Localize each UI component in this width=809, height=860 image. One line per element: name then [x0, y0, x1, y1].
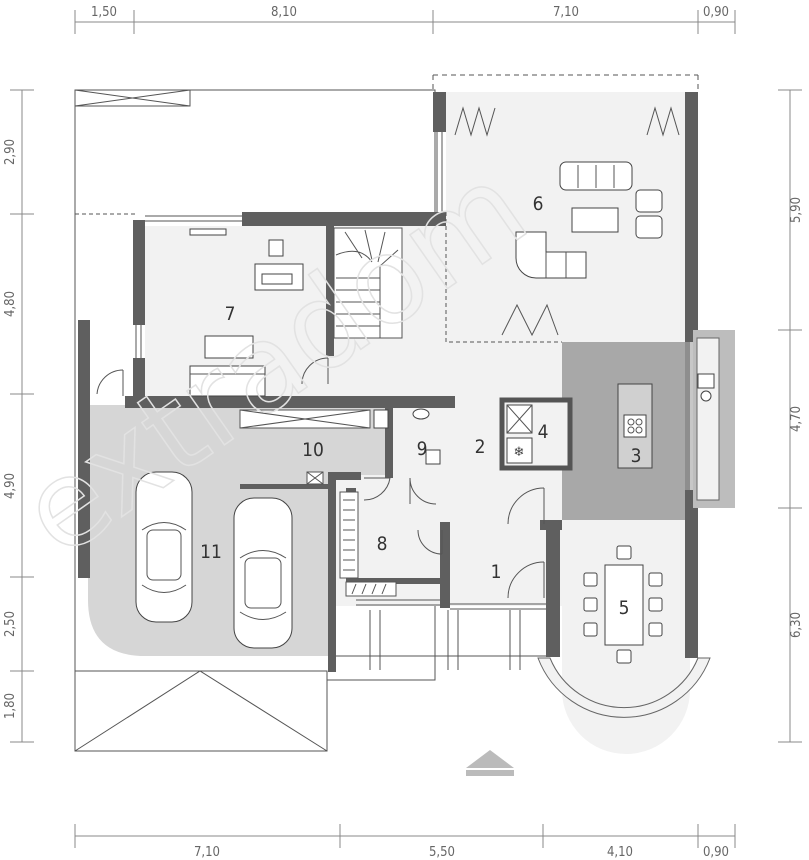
staircase [333, 227, 403, 339]
dim-left-3: 4,90 [3, 473, 18, 499]
dim-left-1: 2,90 [3, 139, 18, 165]
technical-room: ❄ [499, 397, 573, 471]
study-furniture [189, 228, 304, 397]
room-label-3: 3 [631, 445, 642, 467]
garage-cars [135, 471, 293, 649]
living-details [445, 106, 680, 343]
room-label-8: 8 [377, 533, 388, 555]
dim-bottom-2: 5,50 [429, 845, 455, 860]
dining-furniture [583, 545, 663, 664]
walls [78, 92, 735, 672]
room-label-7: 7 [225, 303, 236, 325]
floor-bay [537, 657, 711, 718]
dim-left-5: 1,80 [3, 693, 18, 719]
dimension-labels: 1,50 8,10 7,10 0,90 7,10 5,50 4,10 0,90 … [3, 5, 804, 860]
living-furniture [515, 161, 663, 279]
entrance-posts [336, 610, 546, 670]
dim-top-4: 0,90 [703, 5, 729, 20]
dim-right-2: 4,70 [789, 406, 804, 432]
utility-closet [239, 409, 371, 485]
dim-left-4: 2,50 [3, 611, 18, 637]
room-label-1: 1 [491, 561, 502, 583]
windows [135, 132, 546, 610]
room-label-11: 11 [200, 541, 222, 563]
dim-top-2: 8,10 [271, 5, 297, 20]
room-label-10: 10 [302, 439, 324, 461]
room-label-5: 5 [619, 597, 630, 619]
room-label-2: 2 [475, 436, 486, 458]
room-label-4: 4 [538, 421, 549, 443]
wc [373, 408, 450, 478]
room-label-9: 9 [417, 438, 428, 460]
dim-bottom-3: 4,10 [607, 845, 633, 860]
dim-top-3: 7,10 [553, 5, 579, 20]
dim-bottom-4: 0,90 [703, 845, 729, 860]
room-label-6: 6 [533, 193, 544, 215]
kitchen-furniture [617, 373, 715, 469]
dim-top-1: 1,50 [91, 5, 117, 20]
entrance-arrow [466, 750, 514, 776]
room-labels: 1 2 3 4 5 6 7 8 9 10 11 [200, 193, 641, 619]
doors [96, 357, 568, 599]
wardrobe [339, 491, 397, 597]
svg-text:❄: ❄ [514, 444, 525, 459]
dim-right-1: 5,90 [789, 197, 804, 223]
dim-right-3: 6,30 [789, 612, 804, 638]
site-outline [74, 74, 699, 752]
dimension-lines [10, 10, 802, 848]
dim-left-2: 4,80 [3, 291, 18, 317]
dim-bottom-1: 7,10 [194, 845, 220, 860]
